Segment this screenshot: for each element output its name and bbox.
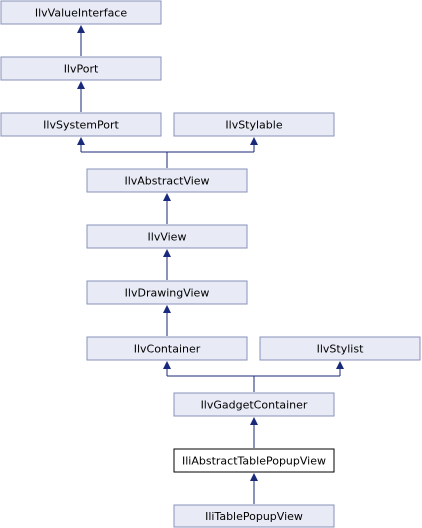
arrowhead-stylist	[336, 361, 344, 369]
node-ilv-stylable[interactable]: IlvStylable	[173, 112, 335, 137]
node-ilv-container[interactable]: IlvContainer	[86, 336, 248, 361]
arrowhead-stylable	[250, 137, 258, 145]
node-label: IlvStylable	[225, 119, 282, 132]
node-label: IlvDrawingView	[125, 287, 210, 300]
node-label: IlvValueInterface	[35, 7, 127, 20]
node-label: IlvView	[148, 231, 187, 244]
node-ilv-gadget-container[interactable]: IlvGadgetContainer	[173, 392, 335, 417]
arrowhead-drawing-view	[163, 305, 171, 313]
node-ili-abstract-table-popup-view: IliAbstractTablePopupView	[173, 448, 335, 473]
arrowhead-value-interface	[77, 25, 85, 33]
node-ilv-view[interactable]: IlvView	[86, 224, 248, 249]
node-ilv-system-port[interactable]: IlvSystemPort	[0, 112, 162, 137]
node-ilv-port[interactable]: IlvPort	[0, 56, 162, 81]
arrowhead-view	[163, 249, 171, 257]
arrowhead-gadget-container	[250, 417, 258, 425]
node-label: IlvContainer	[134, 343, 201, 356]
arrowhead-container	[163, 361, 171, 369]
node-ilv-stylist[interactable]: IlvStylist	[259, 336, 421, 361]
node-label: IlvSystemPort	[43, 119, 119, 132]
arrowhead-port	[77, 81, 85, 89]
node-ilv-value-interface[interactable]: IlvValueInterface	[0, 0, 162, 25]
arrowhead-abstract-table-popup-view	[250, 473, 258, 481]
node-label: IlvStylist	[317, 343, 364, 356]
node-label: IlvPort	[64, 63, 99, 76]
node-ilv-drawing-view[interactable]: IlvDrawingView	[86, 280, 248, 305]
node-ili-table-popup-view[interactable]: IliTablePopupView	[173, 504, 335, 528]
edges	[77, 25, 344, 504]
node-label: IlvGadgetContainer	[201, 399, 308, 412]
node-ilv-abstract-view[interactable]: IlvAbstractView	[86, 168, 248, 193]
arrowhead-abstract-view	[163, 193, 171, 201]
arrowhead-system-port	[77, 137, 85, 145]
node-label: IliTablePopupView	[205, 510, 303, 523]
node-label: IliAbstractTablePopupView	[182, 455, 326, 468]
node-label: IlvAbstractView	[124, 175, 209, 188]
